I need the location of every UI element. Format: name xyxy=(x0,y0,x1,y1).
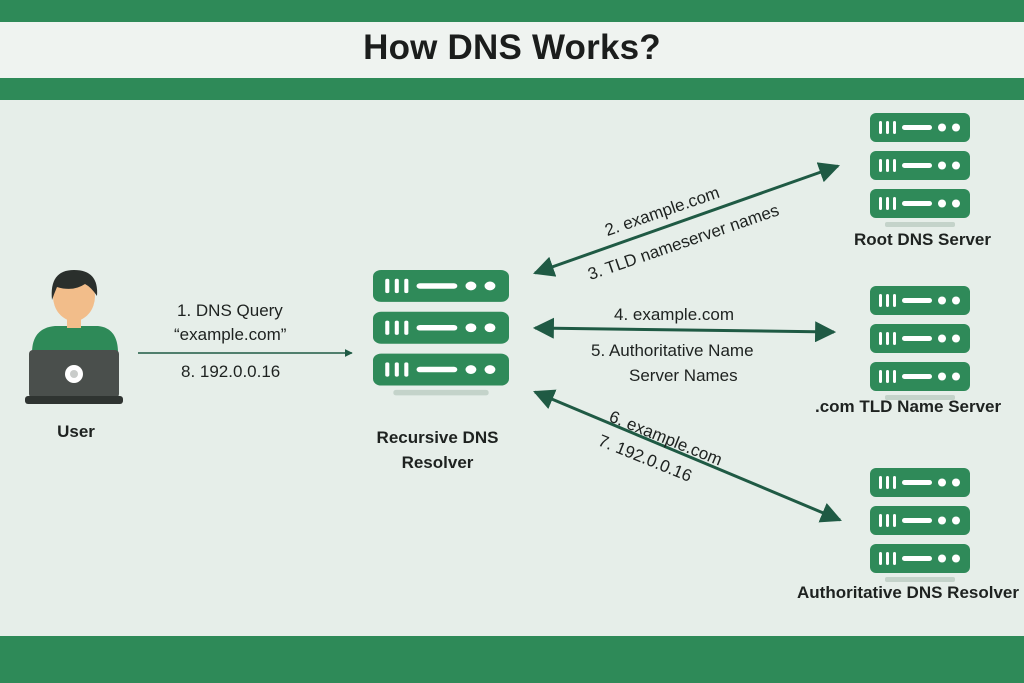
title-underline-band xyxy=(0,78,1024,100)
title-bar xyxy=(0,22,1024,78)
resolver-label-line1: Recursive DNS xyxy=(376,428,499,447)
message-4-query: 4. example.com xyxy=(614,305,734,324)
resolver-server-icon xyxy=(373,270,509,395)
message-5-authoritative-names-line2: Server Names xyxy=(629,366,738,385)
resolver-label-line2: Resolver xyxy=(401,453,474,472)
user-laptop-icon xyxy=(25,270,123,404)
message-1-query-name: “example.com” xyxy=(174,325,287,344)
message-5-authoritative-names: 5. Authoritative Name xyxy=(591,341,754,360)
page-title: How DNS Works? xyxy=(363,28,661,67)
authoritative-label: Authoritative DNS Resolver xyxy=(797,583,1019,602)
message-1-dns-query: 1. DNS Query xyxy=(177,301,283,320)
arrow-resolver-root xyxy=(533,162,840,277)
user-label: User xyxy=(57,422,95,441)
root-server-icon xyxy=(870,113,970,227)
authoritative-server-icon xyxy=(870,468,970,582)
message-8-answer: 8. 192.0.0.16 xyxy=(181,362,281,381)
resolver-label: Recursive DNS Resolver xyxy=(345,427,530,474)
bottom-accent-band xyxy=(0,636,1024,683)
arrow-resolver-tld xyxy=(532,317,837,343)
top-accent-band xyxy=(0,0,1024,22)
tld-label: .com TLD Name Server xyxy=(815,397,1002,416)
tld-server-icon xyxy=(870,286,970,400)
arrow-resolver-authoritative xyxy=(533,389,842,523)
root-label: Root DNS Server xyxy=(854,230,991,249)
